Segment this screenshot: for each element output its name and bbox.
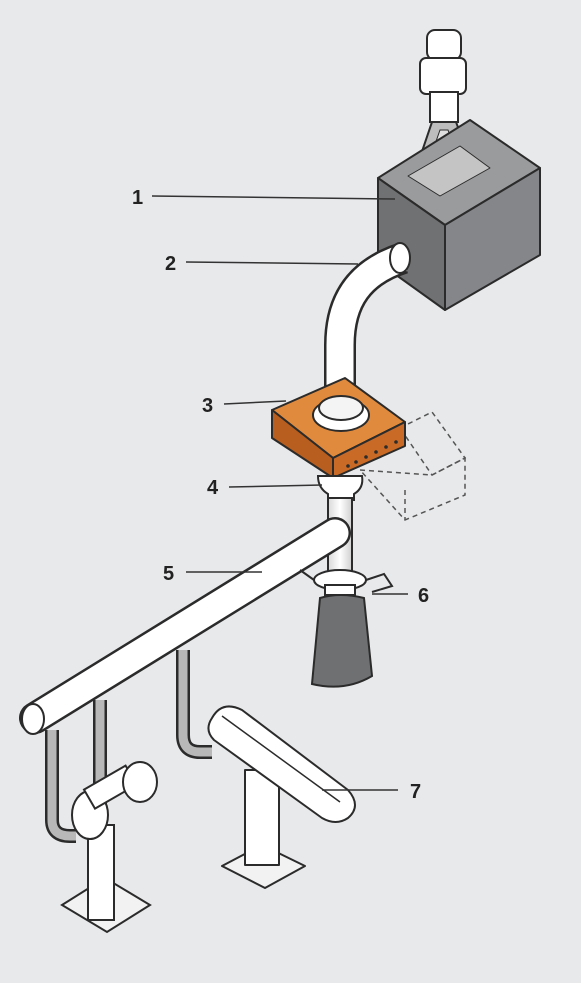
bent-pipe	[324, 242, 411, 400]
trough	[207, 705, 356, 889]
dashed-outline	[358, 411, 467, 521]
callout-labels: 1 2 3 4 5 6 7	[132, 187, 429, 803]
callout-1: 1	[132, 187, 143, 209]
callout-3: 3	[202, 395, 213, 417]
clamp	[299, 569, 394, 596]
horizontal-pipe	[19, 517, 351, 735]
box	[377, 119, 541, 311]
right-hose	[176, 650, 212, 759]
left-machine	[60, 761, 158, 934]
callout-7: 7	[410, 781, 421, 803]
orange-unit	[271, 377, 406, 479]
callout-4: 4	[207, 477, 219, 499]
leader-lines	[151, 195, 408, 791]
callout-2: 2	[165, 253, 176, 275]
filter-bag	[310, 594, 374, 688]
callout-5: 5	[163, 563, 174, 585]
callout-6: 6	[418, 585, 429, 607]
